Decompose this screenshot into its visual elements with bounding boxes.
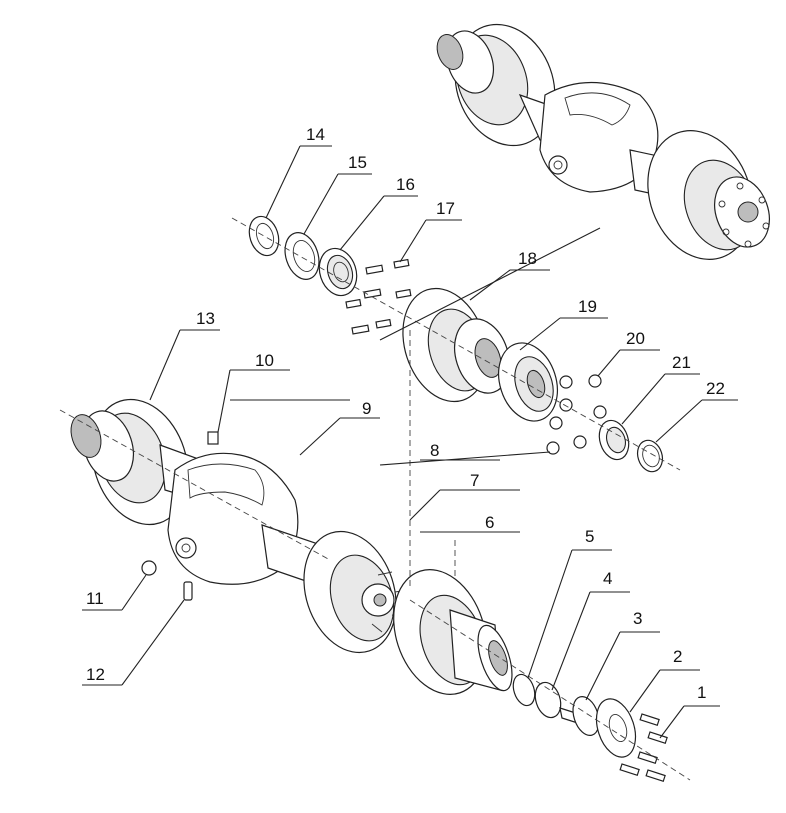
- leader-lines: [82, 145, 738, 739]
- callout-7: 7: [470, 471, 479, 490]
- plug-11: [141, 560, 157, 576]
- callout-4: 4: [603, 569, 612, 588]
- main-axle-housing: [70, 398, 409, 654]
- callout-3: 3: [633, 609, 642, 628]
- callout-16: 16: [396, 175, 415, 194]
- callout-14: 14: [306, 125, 325, 144]
- callout-12: 12: [86, 665, 105, 684]
- wheel-hub-18: [402, 287, 510, 403]
- callout-22: 22: [706, 379, 725, 398]
- callout-6: 6: [485, 513, 494, 532]
- callout-21: 21: [672, 353, 691, 372]
- callout-11: 11: [86, 589, 104, 608]
- callout-2: 2: [673, 647, 682, 666]
- bearing-21: [598, 419, 630, 461]
- callout-8: 8: [430, 441, 439, 460]
- callout-labels: 1 2 3 4 5 6 7 8 9 10 11 12 13 14 15 16 1…: [86, 125, 725, 702]
- brake-drum-hub: [393, 569, 513, 695]
- callout-15: 15: [348, 153, 367, 172]
- callout-1: 1: [697, 683, 706, 702]
- callout-18: 18: [518, 249, 537, 268]
- bolts-17: [345, 258, 412, 335]
- callout-17: 17: [436, 199, 455, 218]
- callout-9: 9: [362, 399, 371, 418]
- bolts-1: [619, 713, 668, 783]
- ring-22: [636, 439, 664, 473]
- callout-13: 13: [196, 309, 215, 328]
- assembled-axle-view: [436, 23, 770, 260]
- ring-5: [512, 673, 536, 707]
- callout-20: 20: [626, 329, 645, 348]
- bearing-16: [318, 247, 358, 297]
- hub-flange-19: [498, 342, 558, 422]
- callout-19: 19: [578, 297, 597, 316]
- flange-2: [595, 698, 637, 758]
- seal-14: [248, 215, 280, 257]
- callout-10: 10: [255, 351, 274, 370]
- callout-5: 5: [585, 527, 594, 546]
- ring-4: [534, 681, 562, 719]
- pin-12: [183, 581, 193, 601]
- center-lines: [59, 217, 691, 781]
- seal-15: [284, 232, 320, 280]
- nuts-20: [546, 374, 607, 455]
